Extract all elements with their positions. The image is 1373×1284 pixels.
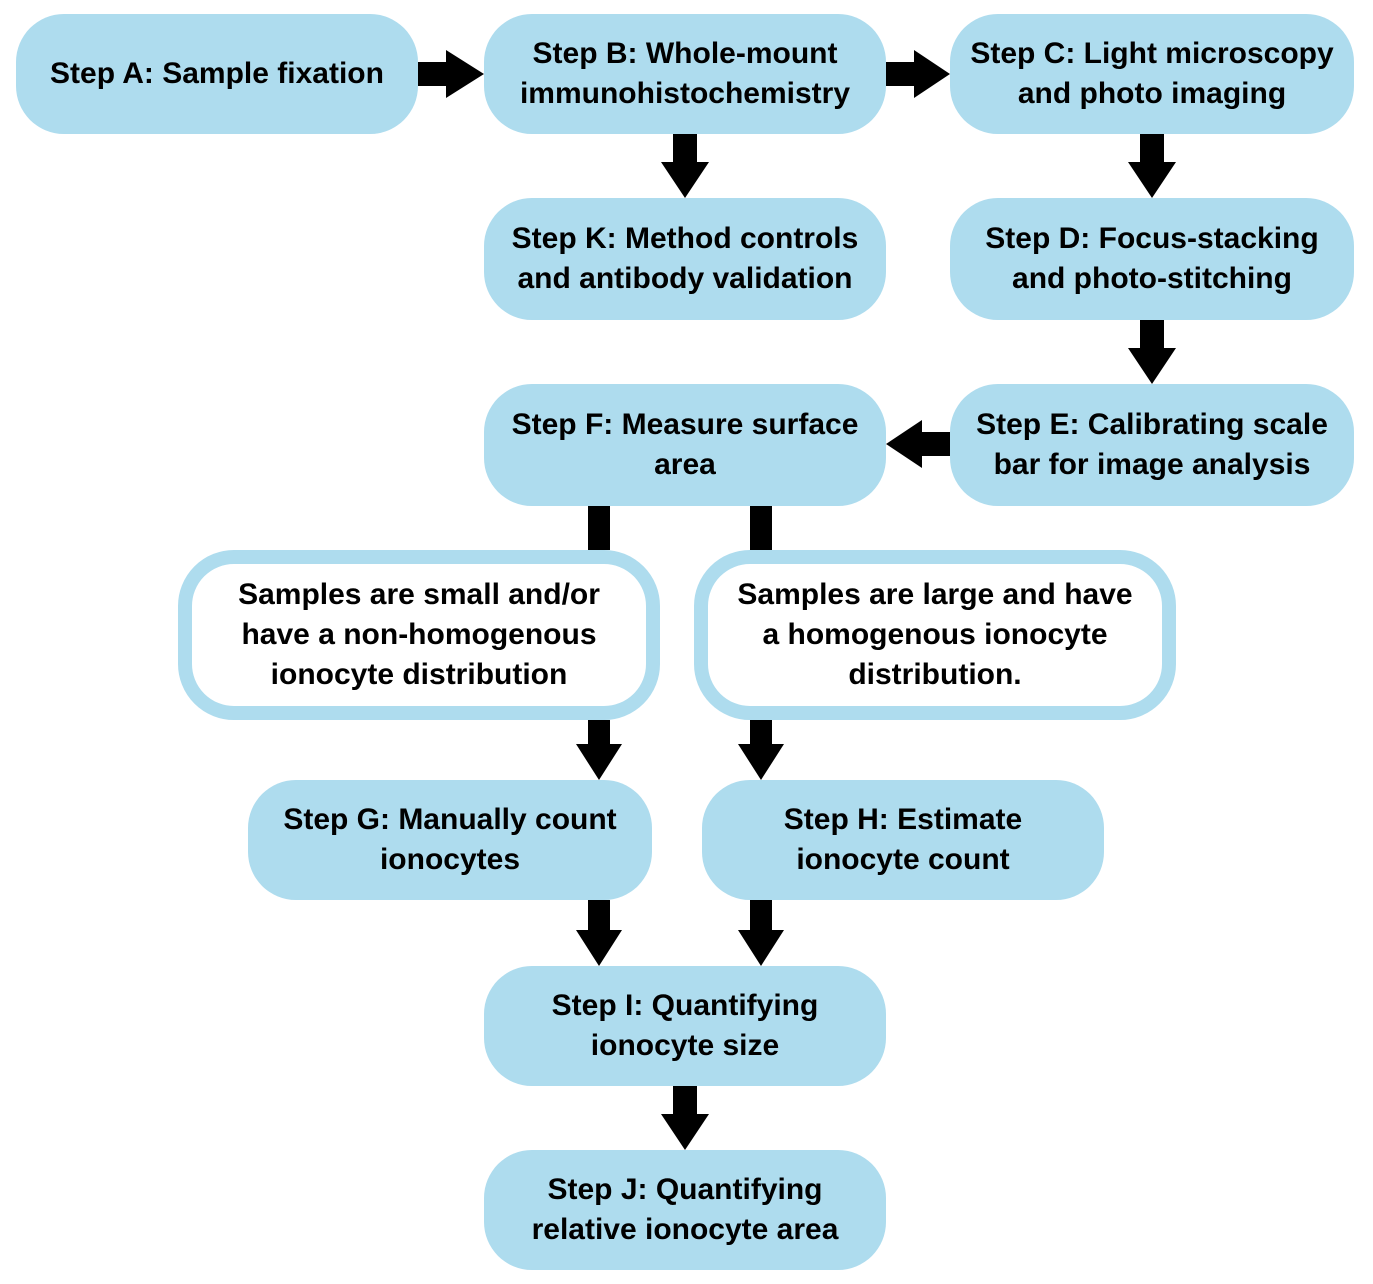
step-j-node: Step J: Quantifying relative ionocyte ar… bbox=[484, 1150, 886, 1270]
condition-small-label: Samples are small and/or have a non-homo… bbox=[238, 578, 600, 691]
step-g-node: Step G: Manually count ionocytes bbox=[248, 780, 652, 900]
arrow-large-to-h bbox=[738, 720, 784, 780]
step-f-node: Step F: Measure surface area bbox=[484, 384, 886, 506]
condition-large-samples: Samples are large and have a homogenous … bbox=[694, 550, 1176, 720]
step-f-label: Step F: Measure surface area bbox=[511, 408, 859, 481]
arrow-e-to-f bbox=[886, 420, 950, 468]
step-d-node: Step D: Focus-stacking and photo-stitchi… bbox=[950, 198, 1354, 320]
arrow-a-to-b bbox=[418, 50, 484, 98]
arrow-d-to-e bbox=[1128, 320, 1176, 384]
step-e-label: Step E: Calibrating scale bar for image … bbox=[976, 408, 1328, 481]
step-i-label: Step I: Quantifying ionocyte size bbox=[551, 989, 819, 1062]
step-h-label: Step H: Estimate ionocyte count bbox=[783, 803, 1023, 876]
arrow-small-to-g bbox=[576, 720, 622, 780]
step-c-label: Step C: Light microscopy and photo imagi… bbox=[970, 37, 1334, 110]
condition-small-samples: Samples are small and/or have a non-homo… bbox=[178, 550, 660, 720]
arrow-c-to-d bbox=[1128, 134, 1176, 198]
arrow-b-to-k bbox=[661, 134, 709, 198]
step-a-node: Step A: Sample fixation bbox=[16, 14, 418, 134]
arrow-g-to-i bbox=[576, 900, 622, 966]
step-c-node: Step C: Light microscopy and photo imagi… bbox=[950, 14, 1354, 134]
step-k-label: Step K: Method controls and antibody val… bbox=[511, 222, 859, 295]
step-e-node: Step E: Calibrating scale bar for image … bbox=[950, 384, 1354, 506]
step-k-node: Step K: Method controls and antibody val… bbox=[484, 198, 886, 320]
step-j-label: Step J: Quantifying relative ionocyte ar… bbox=[531, 1173, 839, 1246]
step-i-node: Step I: Quantifying ionocyte size bbox=[484, 966, 886, 1086]
step-h-node: Step H: Estimate ionocyte count bbox=[702, 780, 1104, 900]
step-b-label: Step B: Whole-mount immunohistochemistry bbox=[519, 37, 851, 110]
step-g-label: Step G: Manually count ionocytes bbox=[283, 803, 617, 876]
step-b-node: Step B: Whole-mount immunohistochemistry bbox=[484, 14, 886, 134]
arrow-b-to-c bbox=[886, 50, 950, 98]
step-a-label: Step A: Sample fixation bbox=[50, 57, 384, 90]
connector-f-to-small bbox=[588, 506, 610, 550]
arrow-h-to-i bbox=[738, 900, 784, 966]
arrow-i-to-j bbox=[661, 1086, 709, 1150]
condition-large-label: Samples are large and have a homogenous … bbox=[737, 578, 1133, 691]
step-d-label: Step D: Focus-stacking and photo-stitchi… bbox=[985, 222, 1319, 295]
connector-f-to-large bbox=[750, 506, 772, 550]
